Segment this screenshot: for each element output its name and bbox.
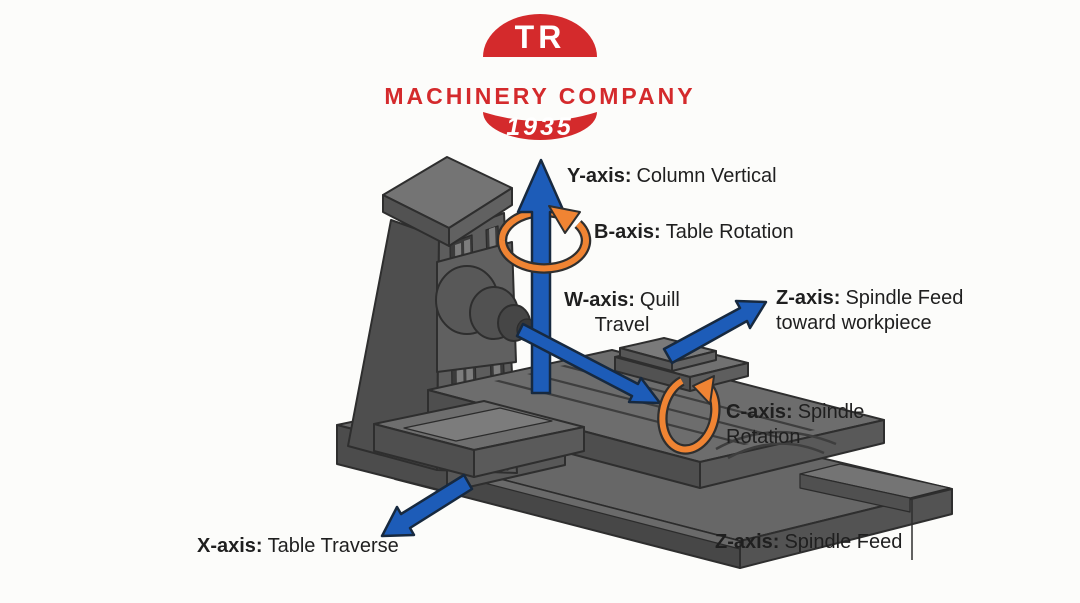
rotary-table-arc-2 — [727, 442, 825, 460]
label-y-axis-name: Y-axis: — [567, 165, 632, 187]
label-y-axis: Y-axis:Column Vertical — [567, 164, 777, 189]
column-cap-right-face — [448, 187, 513, 247]
logo-dome-shape — [483, 14, 597, 57]
label-c-axis: C-axis:Spindle Rotation — [726, 400, 886, 450]
company-logo: TR MACHINERY COMPANY 1935 — [384, 14, 695, 141]
table-right-face — [699, 419, 885, 489]
label-z-axis-feed-name: Z-axis: — [776, 287, 841, 309]
logo-monogram: TR — [515, 19, 566, 55]
label-w-axis: W-axis:Quill Travel — [556, 288, 688, 338]
rotary-table-arc-1 — [715, 430, 837, 451]
label-b-axis: B-axis:Table Rotation — [594, 220, 794, 245]
label-x-axis: X-axis:Table Traverse — [197, 534, 399, 559]
machine-spindle — [435, 241, 539, 373]
b-ring-arrowhead — [548, 205, 581, 234]
label-z-axis-bottom: Z-axis:Spindle Feed — [715, 530, 902, 555]
label-x-axis-desc: Table Traverse — [267, 535, 399, 557]
logo-year: 1935 — [506, 113, 574, 141]
x-axis-arrow — [380, 473, 474, 538]
logo-company-name: MACHINERY COMPANY — [384, 83, 695, 109]
label-z-axis-feed-desc: Spindle Feed toward workpiece — [776, 287, 964, 334]
c-ring — [659, 378, 719, 453]
z-axis-arrow — [662, 299, 768, 365]
label-z-axis-feed: Z-axis:Spindle Feed toward workpiece — [776, 286, 978, 336]
bed-end-rim-front — [799, 473, 911, 513]
b-ring-front — [498, 221, 589, 272]
label-b-axis-desc: Table Rotation — [665, 221, 794, 243]
label-c-axis-desc: Spindle Rotation — [726, 401, 865, 448]
table-slot-1 — [494, 380, 749, 445]
label-y-axis-desc: Column Vertical — [636, 165, 777, 187]
label-c-axis-name: C-axis: — [726, 401, 793, 423]
logo-bowl-shape — [483, 112, 597, 140]
top-slide-upper-right — [671, 350, 717, 372]
w-axis-arrow — [515, 322, 662, 405]
label-b-axis-name: B-axis: — [594, 221, 661, 243]
label-w-axis-name: W-axis: — [564, 289, 635, 311]
label-z-axis-bottom-desc: Spindle Feed — [784, 531, 903, 553]
c-axis-rotation-arrow — [657, 375, 721, 455]
label-z-axis-bottom-name: Z-axis: — [715, 531, 780, 553]
label-x-axis-name: X-axis: — [197, 535, 263, 557]
label-w-axis-desc: Quill Travel — [594, 289, 680, 336]
x-slide-right-face — [473, 426, 585, 478]
machine-x-slide — [373, 400, 585, 478]
b-axis-rotation-arrow-front — [496, 205, 592, 274]
c-ring-arrowhead — [692, 375, 715, 405]
x-slide-way-strip — [403, 407, 553, 442]
